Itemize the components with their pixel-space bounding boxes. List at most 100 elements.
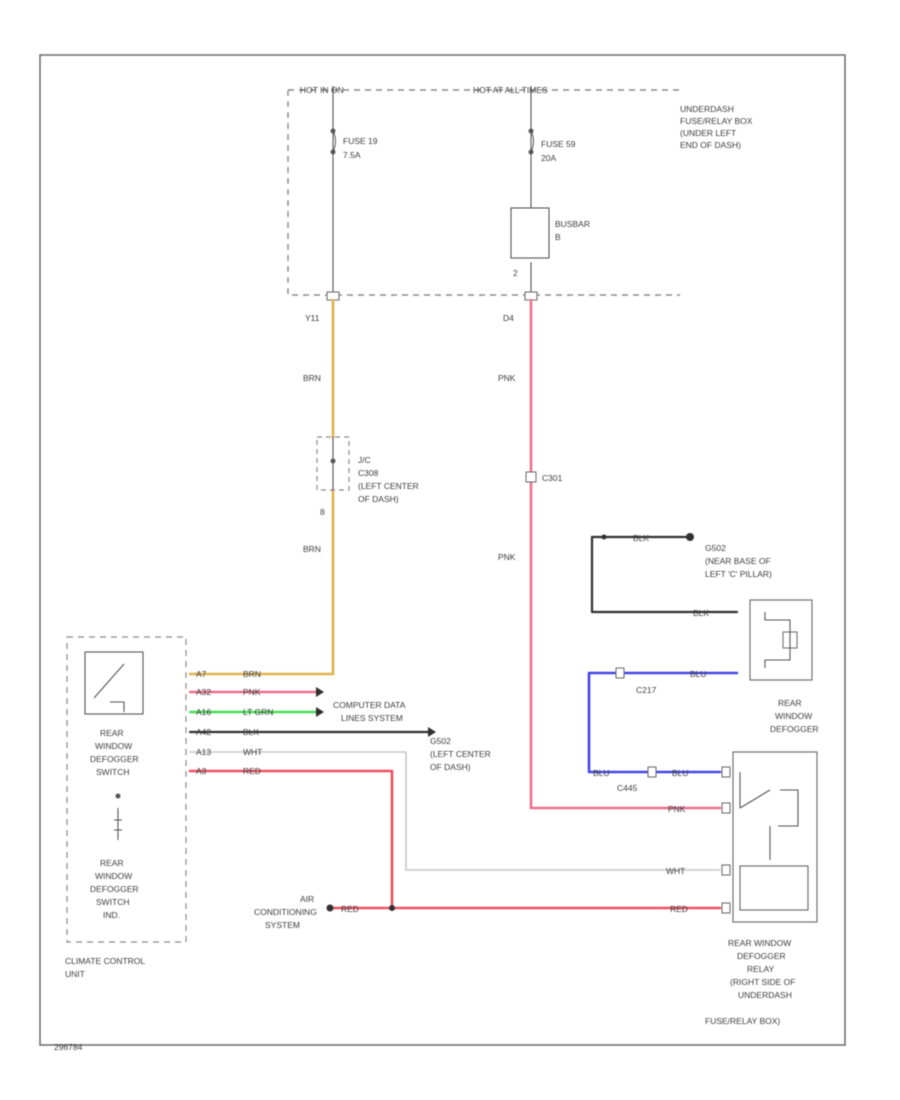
- fuse-19-label: FUSE 19: [343, 136, 378, 146]
- g502-pin-label: G502: [430, 736, 451, 746]
- ground-node: [686, 533, 694, 541]
- blu-c445-label: BLU: [593, 768, 610, 778]
- ac-system-label: AIR CONDITIONING SYSTEM: [254, 894, 317, 930]
- figure-id: 296784: [54, 1042, 83, 1052]
- ac-system-node: [326, 904, 334, 912]
- svg-text:SYSTEM: SYSTEM: [265, 920, 300, 930]
- svg-text:A3: A3: [196, 766, 207, 776]
- svg-text:BLK: BLK: [243, 727, 259, 737]
- fuse-box-outline: [287, 89, 680, 296]
- relay-switch-icon: [739, 772, 799, 860]
- svg-text:FUSE/RELAY BOX: FUSE/RELAY BOX: [680, 116, 753, 126]
- c217-connector: [615, 667, 625, 679]
- svg-text:END OF DASH): END OF DASH): [680, 140, 741, 150]
- svg-text:A42: A42: [196, 727, 211, 737]
- ground-label: G502 (NEAR BASE OF LEFT 'C' PILLAR): [705, 543, 772, 579]
- climate-pin-a3: A3 RED: [196, 766, 261, 776]
- fuse-19-rating: 7.5A: [343, 150, 361, 160]
- c445-label: C445: [617, 783, 638, 793]
- c445-connector: [647, 766, 657, 778]
- pnk-relay-label: PNK: [668, 804, 686, 814]
- fuse-59-label: FUSE 59: [541, 139, 576, 149]
- indicator-led-icon: [114, 808, 122, 840]
- climate-pin-a13: A13 WHT: [196, 747, 262, 757]
- c301-connector: [525, 471, 537, 483]
- svg-text:UNIT: UNIT: [65, 969, 85, 979]
- busbar-label: BUSBAR: [555, 219, 590, 229]
- svg-text:A32: A32: [196, 687, 211, 697]
- g502-location-label: (LEFT CENTER OF DASH): [430, 749, 491, 772]
- brn-lower-label: BRN: [303, 544, 321, 554]
- blk-ground-wire: [590, 535, 739, 614]
- svg-text:FUSE/RELAY BOX): FUSE/RELAY BOX): [705, 1016, 780, 1026]
- svg-text:(LEFT CENTER: (LEFT CENTER: [358, 481, 419, 491]
- svg-text:(UNDER LEFT: (UNDER LEFT: [680, 128, 736, 138]
- svg-text:A7: A7: [196, 669, 207, 679]
- svg-text:C308: C308: [358, 468, 379, 478]
- svg-text:RED: RED: [243, 766, 261, 776]
- climate-control-unit-label: CLIMATE CONTROL UNIT: [65, 956, 145, 979]
- pnk-upper-label: PNK: [498, 373, 516, 383]
- relay-box: [732, 751, 818, 923]
- busbar-pin: 2: [513, 268, 518, 278]
- pin-d4-label: D4: [503, 313, 514, 323]
- svg-text:CONDITIONING: CONDITIONING: [254, 907, 317, 917]
- defogger-switch-icon: [93, 663, 125, 712]
- svg-text:PNK: PNK: [243, 687, 261, 697]
- fuse-59-symbol: [528, 128, 534, 155]
- busbar-box: [510, 207, 550, 259]
- red-relay-label: RED: [670, 904, 688, 914]
- ground-splice: [601, 534, 607, 540]
- svg-text:DEFOGGER: DEFOGGER: [90, 884, 139, 894]
- svg-text:IND.: IND.: [103, 910, 120, 920]
- svg-text:OF DASH): OF DASH): [358, 494, 399, 504]
- jc-c308-label: J/C C308 (LEFT CENTER OF DASH): [358, 455, 419, 504]
- svg-text:CLIMATE CONTROL: CLIMATE CONTROL: [65, 956, 145, 966]
- relay-terminals: [721, 766, 731, 914]
- svg-text:LT GRN: LT GRN: [243, 707, 273, 717]
- svg-text:SWITCH: SWITCH: [96, 767, 130, 777]
- blu-defogger-label: BLU: [690, 669, 707, 679]
- svg-text:G502: G502: [705, 543, 726, 553]
- svg-text:WINDOW: WINDOW: [95, 741, 132, 751]
- svg-text:WHT: WHT: [243, 747, 262, 757]
- terminal-d4: [524, 291, 538, 301]
- rear-window-defogger-label: REAR WINDOW DEFOGGER: [770, 698, 819, 734]
- climate-pin-a16: A16 LT GRN: [196, 707, 273, 717]
- c301-label: C301: [542, 473, 563, 483]
- red-splice-node: [389, 905, 395, 911]
- diagram-frame: [39, 54, 846, 1046]
- hot-in-on-label: HOT IN ON: [300, 85, 344, 95]
- climate-pin-a32: A32 PNK: [196, 687, 261, 697]
- svg-text:UNDERDASH: UNDERDASH: [738, 990, 792, 1000]
- busbar-id: B: [555, 232, 561, 242]
- climate-pin-a7: A7 BRN: [196, 669, 261, 679]
- fuse-19-symbol: [330, 128, 336, 155]
- svg-text:LEFT 'C' PILLAR): LEFT 'C' PILLAR): [705, 569, 772, 579]
- svg-text:SWITCH: SWITCH: [96, 897, 130, 907]
- svg-text:RELAY: RELAY: [747, 964, 775, 974]
- hot-at-all-times-label: HOT AT ALL TIMES: [473, 85, 548, 95]
- blk-ground-label: BLK: [633, 533, 649, 543]
- pnk-wire: [529, 298, 722, 810]
- terminal-y11: [326, 291, 340, 301]
- svg-text:REAR WINDOW: REAR WINDOW: [728, 938, 791, 948]
- climate-control-unit-box: [66, 636, 187, 943]
- svg-text:J/C: J/C: [358, 455, 371, 465]
- svg-text:A13: A13: [196, 747, 211, 757]
- svg-text:(LEFT CENTER: (LEFT CENTER: [430, 749, 491, 759]
- pnk-data-arrow-icon: [316, 687, 324, 697]
- svg-text:COMPUTER DATA: COMPUTER DATA: [333, 700, 406, 710]
- defogger-resistor-icon: [782, 631, 798, 649]
- c217-label: C217: [636, 685, 657, 695]
- svg-text:UNDERDASH: UNDERDASH: [680, 104, 734, 114]
- defogger-element-icon: [764, 612, 791, 668]
- defogger-switch-label: REAR WINDOW DEFOGGER SWITCH: [90, 728, 139, 777]
- relay-label: REAR WINDOW DEFOGGER RELAY (RIGHT SIDE O…: [705, 938, 796, 1026]
- svg-text:LINES SYSTEM: LINES SYSTEM: [341, 713, 403, 723]
- svg-text:DEFOGGER: DEFOGGER: [90, 754, 139, 764]
- climate-pin-a42: A42 BLK: [196, 727, 259, 737]
- red-ac-label: RED: [341, 904, 359, 914]
- rear-window-defogger-box: [749, 599, 813, 681]
- jc-c308-pin: 8: [320, 507, 325, 517]
